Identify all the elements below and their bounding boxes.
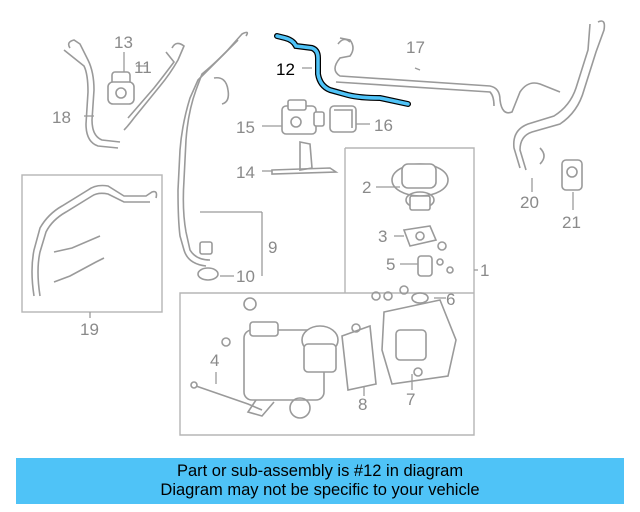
sub-assembly-19-box	[21, 174, 163, 313]
part-14-bracket	[271, 141, 339, 175]
callout-21: 21	[562, 213, 581, 232]
callout-9: 9	[268, 238, 277, 257]
callout-13: 13	[114, 33, 133, 52]
callout-2: 2	[362, 178, 371, 197]
callout-7: 7	[406, 390, 415, 409]
part-13-valve	[107, 71, 135, 105]
callout-16: 16	[374, 116, 393, 135]
info-banner: Part or sub-assembly is #12 in diagram D…	[16, 458, 624, 504]
part-19-harness	[31, 184, 158, 297]
callout-12[interactable]: 12	[276, 60, 295, 79]
part-5-sensor	[417, 255, 454, 277]
parts-diagram: 13 11 18 12 17 15 16 14 2 3 5 1 6 9 10 4…	[21, 20, 606, 436]
part-16-bracket	[329, 105, 357, 133]
part-15-valve	[281, 99, 325, 135]
callout-1: 1	[480, 261, 489, 280]
part-12-hose[interactable]	[274, 33, 411, 107]
callout-14: 14	[236, 163, 255, 182]
part-20-pipe	[512, 20, 606, 171]
part-4-bolt	[190, 381, 263, 411]
part-18-pipe	[63, 39, 121, 149]
part-7-housing	[381, 291, 457, 385]
callout-20: 20	[520, 193, 539, 212]
callout-8: 8	[358, 395, 367, 414]
part-3-gasket	[402, 225, 447, 251]
part-8-bracket	[341, 323, 377, 391]
part-1-egr-cooler	[221, 297, 339, 419]
banner-line-part: Part or sub-assembly is #12 in diagram	[176, 462, 464, 480]
callout-18: 18	[52, 108, 71, 127]
part-2-valve	[391, 163, 449, 211]
callout-11: 11	[134, 58, 152, 77]
callout-3: 3	[378, 227, 387, 246]
callout-6: 6	[446, 290, 455, 309]
part-11-pipe	[123, 42, 185, 131]
callout-15: 15	[236, 118, 255, 137]
part-17-tube	[334, 37, 561, 114]
part-21-sensor	[561, 159, 583, 191]
engine-assembly-box	[179, 147, 475, 436]
part-6-ring	[371, 285, 429, 304]
callout-5: 5	[386, 255, 395, 274]
callout-4: 4	[210, 351, 219, 370]
part-10-clamp	[197, 241, 219, 281]
callout-10: 10	[236, 267, 255, 286]
part-9-pipe	[177, 31, 249, 267]
callout-17: 17	[406, 38, 425, 57]
banner-line-disclaimer: Diagram may not be specific to your vehi…	[160, 481, 480, 499]
callout-19: 19	[80, 320, 99, 339]
